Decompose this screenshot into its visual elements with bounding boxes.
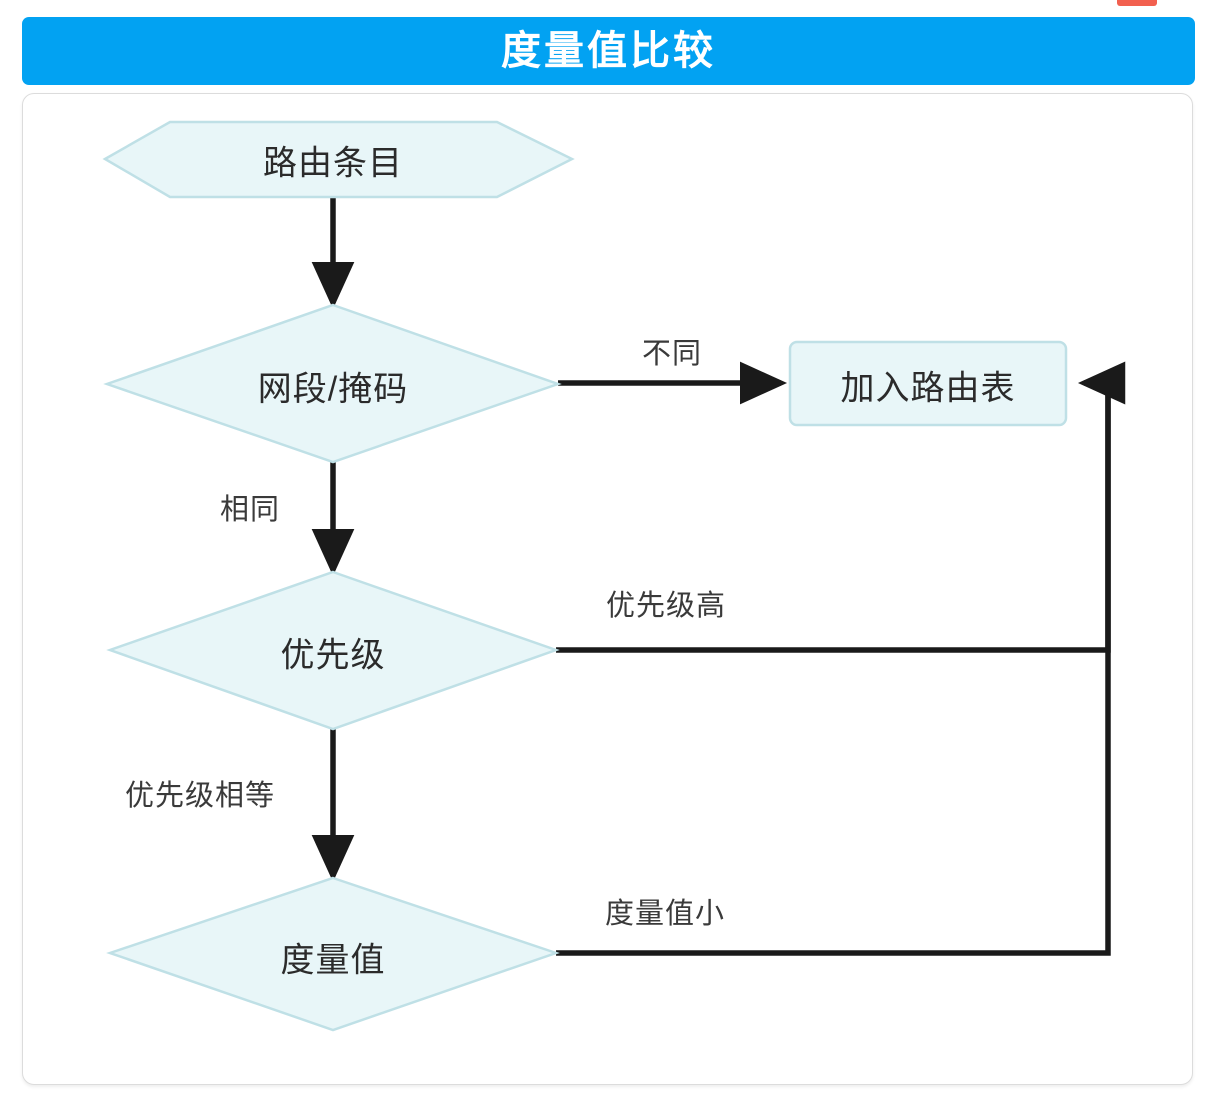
page-title: 度量值比较 bbox=[501, 29, 716, 73]
diagram-panel bbox=[22, 93, 1193, 1085]
page-title-bar: 度量值比较 bbox=[22, 17, 1195, 85]
top-accent-nub bbox=[1117, 0, 1157, 6]
